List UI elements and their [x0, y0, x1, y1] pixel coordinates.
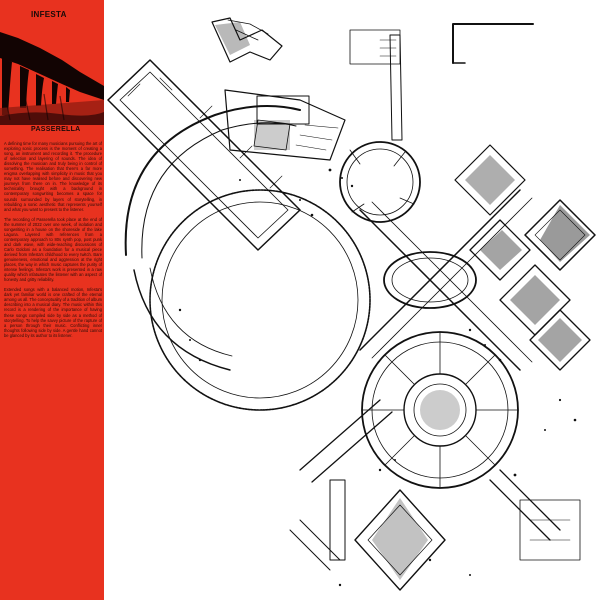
liner-paragraph: A defining time for many musicians pursu… [4, 141, 102, 212]
artist-name: INFESTA [31, 10, 67, 19]
liner-notes: A defining time for many musicians pursu… [4, 141, 102, 343]
bridge-photo [0, 20, 104, 125]
liner-paragraph: The recording of Passerella took place a… [4, 216, 102, 283]
architectural-plan-artwork [107, 17, 596, 591]
liner-paragraph: Extended songs with a balanced motion, I… [4, 287, 103, 338]
cover-sidebar: INFESTA PASSERELLA A defining time for m… [0, 0, 104, 600]
album-title: PASSERELLA [31, 126, 81, 133]
